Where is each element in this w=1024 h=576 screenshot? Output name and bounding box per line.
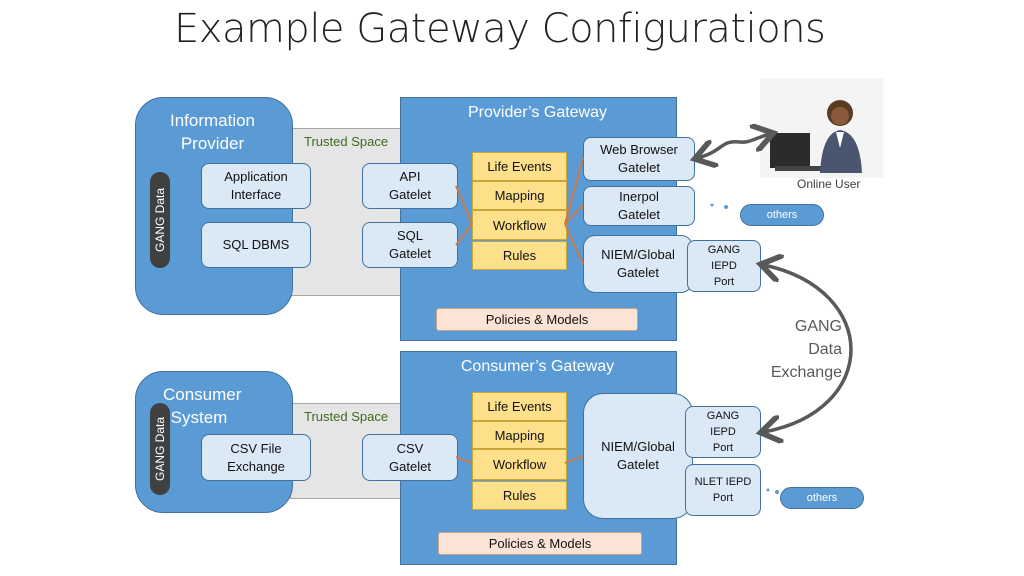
web-browser-gatelet: Web Browser Gatelet [583, 137, 695, 181]
niem-global-gatelet: NIEM/Global Gatelet [583, 235, 693, 293]
nlet-iepd-port: NLET IEPD Port [685, 464, 761, 516]
csv-file-exchange-box: CSV File Exchange [201, 434, 311, 481]
gang-data-exchange-label: GANG Data Exchange [770, 318, 842, 381]
api-gatelet: API Gatelet [362, 163, 458, 209]
policies-models: Policies & Models [438, 532, 642, 555]
application-interface-box: Application Interface [201, 163, 311, 209]
mapping: Mapping [472, 181, 567, 210]
gateway-title: Provider’s Gateway [467, 104, 608, 121]
rules: Rules [472, 241, 567, 270]
system-label: Consumer System [163, 385, 242, 427]
online-user-label: Online User [797, 177, 861, 191]
online-user-image [760, 78, 883, 178]
workflow: Workflow [472, 449, 567, 480]
sql-gatelet: SQL Gatelet [362, 222, 458, 268]
inerpol-gatelet: Inerpol Gatelet [583, 186, 695, 226]
niem-global-gatelet: NIEM/Global Gatelet [583, 393, 693, 519]
workflow: Workflow [472, 210, 567, 240]
trusted-space-label: Trusted Space [304, 134, 389, 149]
system-label: Information Provider [169, 111, 256, 153]
gang-iepd-port: GANG IEPD Port [685, 406, 761, 458]
gateway-title: Consumer’s Gateway [460, 358, 615, 375]
user-at-computer-icon [770, 100, 862, 173]
rules: Rules [472, 481, 567, 510]
policies-models: Policies & Models [436, 308, 638, 331]
others-cloud: others [740, 204, 824, 226]
sql-dbms-box: SQL DBMS [201, 222, 311, 268]
csv-gatelet: CSV Gatelet [362, 434, 458, 481]
others-cloud: others [780, 487, 864, 509]
trusted-space-label: Trusted Space [304, 409, 389, 424]
gang-data-pill: GANG Data [150, 172, 170, 268]
gang-iepd-port: GANG IEPD Port [687, 240, 761, 292]
gang-data-pill: GANG Data [150, 403, 170, 495]
trusted-space-provider [290, 128, 404, 296]
life-events: Life Events [472, 152, 567, 181]
mapping: Mapping [472, 421, 567, 449]
life-events: Life Events [472, 392, 567, 421]
page-title: Example Gateway Configurations [174, 6, 826, 52]
